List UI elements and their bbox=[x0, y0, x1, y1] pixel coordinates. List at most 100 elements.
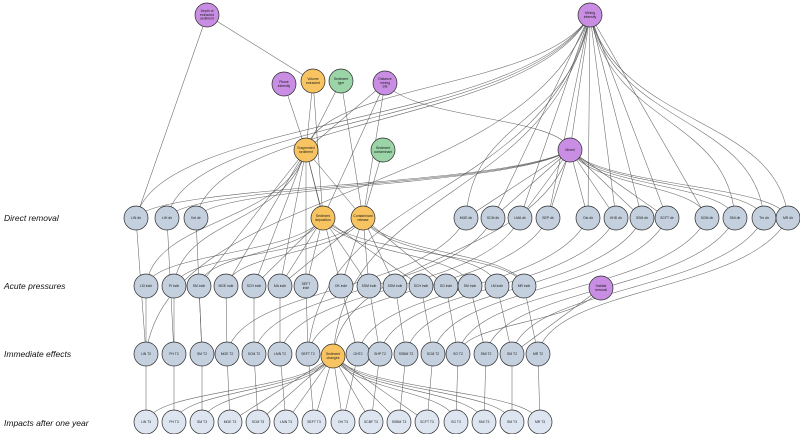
node-i10[interactable]: SSBM T2 bbox=[393, 341, 419, 367]
node-label: site bbox=[382, 85, 387, 89]
node-i4[interactable]: MGE T2 bbox=[214, 341, 240, 367]
node-y7[interactable]: SEFT T3 bbox=[301, 409, 327, 434]
node-i13[interactable]: SMI T2 bbox=[473, 341, 499, 367]
node-d14[interactable]: Thr dir bbox=[751, 205, 777, 231]
edge-contrel-a4 bbox=[225, 217, 364, 287]
node-i14[interactable]: SM T2 bbox=[499, 341, 525, 367]
node-y9[interactable]: SCBF T3 bbox=[358, 409, 384, 434]
node-y1[interactable]: LIN T3 bbox=[133, 409, 159, 434]
edge-sedtype-susp bbox=[305, 80, 342, 151]
node-y11[interactable]: SCFT T3 bbox=[414, 409, 440, 434]
node-y5[interactable]: SCM T3 bbox=[245, 409, 271, 434]
node-label: OHT2 bbox=[353, 352, 362, 356]
node-circle bbox=[372, 70, 398, 96]
node-d12[interactable]: SGM dir bbox=[694, 205, 720, 231]
edge-susp-a1 bbox=[145, 149, 307, 287]
node-d15[interactable]: MR dir bbox=[775, 205, 800, 231]
node-circle bbox=[386, 409, 412, 434]
node-a10[interactable]: SSM indir bbox=[382, 273, 408, 299]
node-label: intensity bbox=[278, 84, 291, 88]
node-a15[interactable]: MR indir bbox=[511, 273, 537, 299]
node-i12[interactable]: SG T2 bbox=[445, 341, 471, 367]
node-circle bbox=[267, 341, 293, 367]
node-a13[interactable]: SM indir bbox=[457, 273, 483, 299]
node-i8[interactable]: OHT2 bbox=[345, 341, 371, 367]
node-y13[interactable]: SMI T3 bbox=[471, 409, 497, 434]
node-a8[interactable]: OK indir bbox=[328, 273, 354, 299]
node-a14[interactable]: LM indir bbox=[484, 273, 510, 299]
node-label: MR T3 bbox=[535, 420, 545, 424]
node-d11[interactable]: SCFT dir bbox=[654, 205, 680, 231]
node-i11[interactable]: SCM T2 bbox=[420, 341, 446, 367]
node-label: PH T2 bbox=[169, 352, 179, 356]
node-d13[interactable]: SMI dir bbox=[722, 205, 748, 231]
edge-dist-sedrem bbox=[322, 82, 386, 219]
node-a9[interactable]: SSM indir bbox=[356, 273, 382, 299]
node-y15[interactable]: MR T3 bbox=[527, 409, 553, 434]
node-label: Habitat bbox=[596, 284, 607, 288]
node-i7[interactable]: SEFT T2 bbox=[295, 341, 321, 367]
node-label: Depth of bbox=[201, 9, 214, 13]
node-circle bbox=[241, 273, 267, 299]
node-d3[interactable]: Kel dir bbox=[183, 205, 209, 231]
node-a1[interactable]: LSI indir bbox=[133, 273, 159, 299]
edge-susp-a2 bbox=[173, 149, 307, 287]
node-y2[interactable]: PH T3 bbox=[161, 409, 187, 434]
node-a4[interactable]: MGE indir bbox=[213, 273, 239, 299]
edge-mining-susp bbox=[305, 14, 591, 151]
node-i5[interactable]: SCM T2 bbox=[241, 341, 267, 367]
node-y10[interactable]: SSBM T3 bbox=[386, 409, 412, 434]
node-d1[interactable]: LIN dir bbox=[123, 205, 149, 231]
node-mined[interactable]: Mined bbox=[557, 137, 583, 163]
node-i15[interactable]: MR T2 bbox=[525, 341, 551, 367]
edge-mined-d15 bbox=[569, 149, 789, 219]
node-d4[interactable]: MGE dir bbox=[453, 205, 479, 231]
node-d9[interactable]: KHD dir bbox=[603, 205, 629, 231]
node-i9[interactable]: SHP T2 bbox=[367, 341, 393, 367]
node-a6[interactable]: MA indir bbox=[267, 273, 293, 299]
node-y8[interactable]: OH T3 bbox=[330, 409, 356, 434]
node-label: SSBM T3 bbox=[392, 420, 407, 424]
edge-contrel-a2 bbox=[173, 217, 364, 287]
node-a12[interactable]: SG indir bbox=[433, 273, 459, 299]
node-a3[interactable]: SM indir bbox=[186, 273, 212, 299]
node-d8[interactable]: Ost dir bbox=[575, 205, 601, 231]
node-y12[interactable]: SG T3 bbox=[443, 409, 469, 434]
edge-sedchg-y4 bbox=[229, 355, 334, 423]
node-d6[interactable]: LMA dir bbox=[507, 205, 533, 231]
node-y4[interactable]: MGE T3 bbox=[217, 409, 243, 434]
node-a2[interactable]: PI indir bbox=[161, 273, 187, 299]
node-y6[interactable]: LMN T3 bbox=[273, 409, 299, 434]
node-y3[interactable]: SM T3 bbox=[189, 409, 215, 434]
node-i6[interactable]: LMN T2 bbox=[267, 341, 293, 367]
node-i1[interactable]: LIN T2 bbox=[133, 341, 159, 367]
node-circle bbox=[293, 137, 319, 163]
node-d5[interactable]: SCM dir bbox=[480, 205, 506, 231]
edge-mining-d1 bbox=[135, 14, 591, 219]
node-i3[interactable]: SM T2 bbox=[189, 341, 215, 367]
node-y14[interactable]: SM T3 bbox=[499, 409, 525, 434]
node-d2[interactable]: LIH dir bbox=[154, 205, 180, 231]
node-circle bbox=[273, 409, 299, 434]
node-d7[interactable]: SEP dir bbox=[535, 205, 561, 231]
edge-mined-d9 bbox=[569, 149, 617, 219]
node-a5[interactable]: SCH indir bbox=[241, 273, 267, 299]
node-i2[interactable]: PH T2 bbox=[161, 341, 187, 367]
node-d10[interactable]: SSM dir bbox=[629, 205, 655, 231]
node-label: SSM dir bbox=[636, 216, 649, 220]
node-a11[interactable]: SCH indir bbox=[408, 273, 434, 299]
